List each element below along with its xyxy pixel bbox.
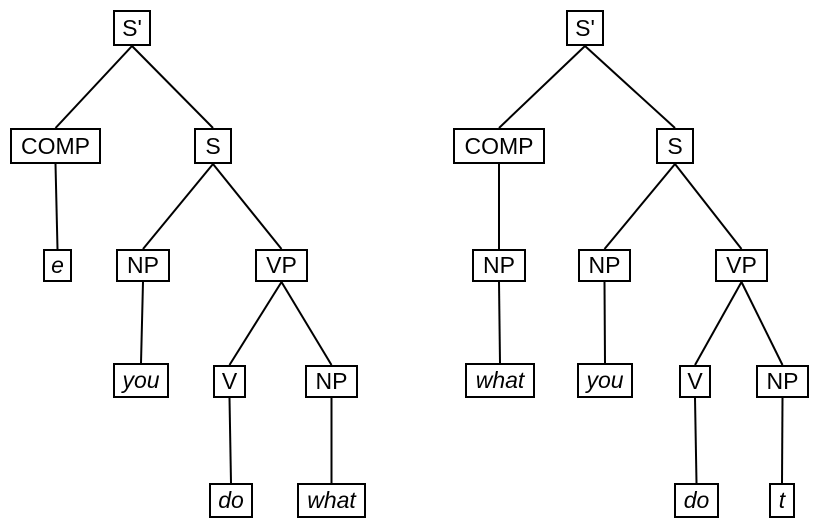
tree-edge-L-V-to-L-do: [228, 397, 232, 484]
tree-edge-L-NP1-to-L-you: [140, 281, 144, 364]
tree-edge-R-VP-to-R-NP2: [740, 281, 784, 366]
tree-edge-L-Sbar-to-L-COMP: [54, 45, 133, 129]
tree-edge-L-VP-to-L-NP2: [280, 281, 333, 366]
tree-node-do: do: [209, 483, 253, 518]
tree-node-s: S: [656, 128, 694, 164]
tree-edge-R-Sbar-to-R-COMP: [498, 45, 586, 129]
tree-node-you: you: [577, 363, 633, 398]
tree-node-np: NP: [305, 365, 358, 398]
tree-edge-R-NP0-to-R-what: [498, 281, 501, 364]
tree-node-np: NP: [472, 249, 526, 282]
tree-edge-L-S-to-L-VP: [212, 163, 283, 250]
tree-node-vp: VP: [255, 249, 308, 282]
tree-node-vp: VP: [715, 249, 768, 282]
tree-edge-L-Sbar-to-L-S: [131, 45, 214, 129]
tree-edge-R-S-to-R-NP1: [603, 163, 676, 250]
tree-edge-R-Sbar-to-R-S: [584, 45, 676, 129]
tree-edge-R-VP-to-R-V: [694, 281, 743, 366]
tree-node-sbar: S': [113, 10, 151, 46]
tree-node-you: you: [113, 363, 169, 398]
tree-node-what: what: [465, 363, 535, 398]
tree-node-v: V: [679, 365, 711, 398]
tree-edge-R-NP2-to-R-t: [781, 397, 784, 484]
tree-edge-R-V-to-R-do: [694, 397, 698, 484]
tree-node-what: what: [297, 483, 366, 518]
tree-node-np: NP: [116, 249, 170, 282]
tree-edge-L-VP-to-L-V: [228, 281, 283, 366]
tree-node-comp: COMP: [453, 128, 545, 164]
tree-node-do: do: [674, 483, 719, 518]
tree-node-sbar: S': [566, 10, 604, 46]
tree-node-comp: COMP: [10, 128, 101, 164]
tree-node-e: e: [43, 249, 72, 282]
tree-node-s: S: [194, 128, 232, 164]
tree-edge-R-NP1-to-R-you: [603, 281, 606, 364]
tree-edge-L-S-to-L-NP1: [142, 163, 214, 250]
tree-node-t: t: [769, 483, 795, 518]
tree-edge-R-S-to-R-VP: [674, 163, 743, 250]
tree-node-np: NP: [578, 249, 631, 282]
tree-edge-L-COMP-to-L-e: [54, 163, 59, 250]
tree-node-np: NP: [756, 365, 809, 398]
tree-node-v: V: [213, 365, 246, 398]
